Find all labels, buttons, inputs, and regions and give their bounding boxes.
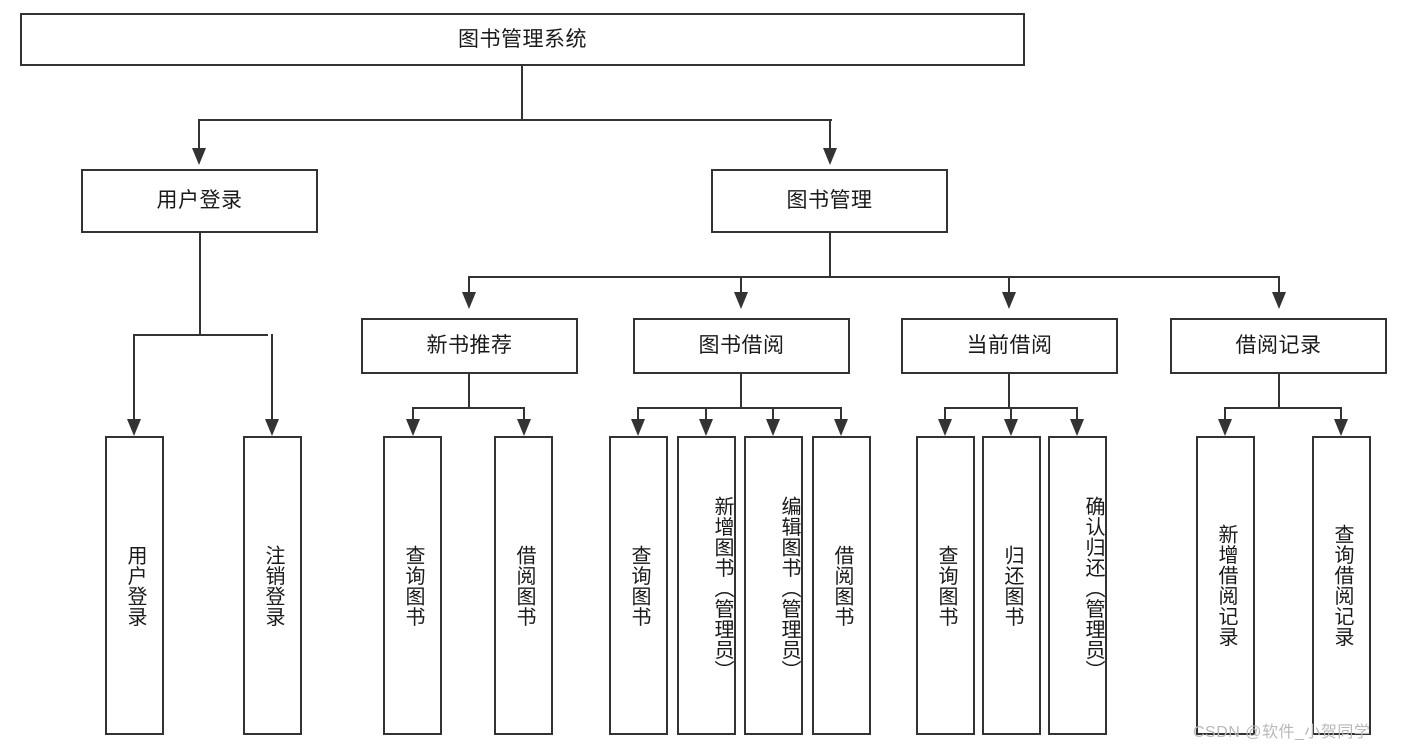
edge-book-management-bus bbox=[468, 276, 1280, 278]
edge-bm-to-book-borrow bbox=[740, 276, 742, 294]
edge-user-login-stem bbox=[199, 233, 201, 335]
edge-bm-to-borrow-record bbox=[1278, 276, 1280, 294]
arrow-new-book-to-leaf-1 bbox=[406, 419, 420, 436]
edge-current-borrow-to-leaf-1 bbox=[944, 407, 946, 420]
leaf-return-book[interactable]: 归还图书 bbox=[982, 436, 1041, 735]
node-book-management[interactable]: 图书管理 bbox=[711, 169, 948, 233]
node-user-login[interactable]: 用户登录 bbox=[81, 169, 318, 233]
edge-user-login-to-leaf-2 bbox=[271, 334, 273, 420]
arrow-borrow-record-to-leaf-1 bbox=[1218, 419, 1232, 436]
arrow-root-to-book-management bbox=[823, 148, 837, 165]
leaf-borrow-book-2[interactable]: 借阅图书 bbox=[812, 436, 871, 735]
edge-bm-to-current-borrow bbox=[1008, 276, 1010, 294]
arrow-book-borrow-to-leaf-4 bbox=[834, 419, 848, 436]
leaf-query-book-1[interactable]: 查询图书 bbox=[383, 436, 442, 735]
edge-root-bus bbox=[198, 119, 832, 121]
leaf-edit-book[interactable]: 编辑图书（管理员） bbox=[744, 436, 803, 735]
leaf-logout-login[interactable]: 注销登录 bbox=[243, 436, 302, 735]
edge-new-book-to-leaf-1 bbox=[412, 407, 414, 420]
arrow-borrow-record-to-leaf-2 bbox=[1334, 419, 1348, 436]
arrow-book-borrow-to-leaf-1 bbox=[631, 419, 645, 436]
arrow-root-to-user-login bbox=[192, 148, 206, 165]
edge-new-book-bus bbox=[412, 407, 525, 409]
edge-book-borrow-to-leaf-4 bbox=[840, 407, 842, 420]
arrow-bm-to-book-borrow bbox=[734, 292, 748, 309]
leaf-borrow-book-1[interactable]: 借阅图书 bbox=[494, 436, 553, 735]
arrow-book-borrow-to-leaf-2 bbox=[699, 419, 713, 436]
leaf-confirm-return[interactable]: 确认归还（管理员） bbox=[1048, 436, 1107, 735]
leaf-query-book-3[interactable]: 查询图书 bbox=[916, 436, 975, 735]
edge-current-borrow-to-leaf-3 bbox=[1076, 407, 1078, 420]
arrow-book-borrow-to-leaf-3 bbox=[766, 419, 780, 436]
edge-root-to-user-login bbox=[198, 119, 200, 149]
edge-current-borrow-to-leaf-2 bbox=[1010, 407, 1012, 420]
edge-current-borrow-stem bbox=[1008, 374, 1010, 408]
node-book-borrow[interactable]: 图书借阅 bbox=[633, 318, 850, 374]
arrow-bm-to-new-book bbox=[462, 292, 476, 309]
arrow-current-borrow-to-leaf-1 bbox=[938, 419, 952, 436]
leaf-add-book[interactable]: 新增图书（管理员） bbox=[677, 436, 736, 735]
edge-root-to-book-management bbox=[829, 119, 831, 149]
edge-borrow-record-to-leaf-2 bbox=[1340, 407, 1342, 420]
node-current-borrow[interactable]: 当前借阅 bbox=[901, 318, 1118, 374]
edge-borrow-record-bus bbox=[1224, 407, 1342, 409]
csdn-watermark: CSDN @软件_小贺同学 bbox=[1193, 724, 1371, 741]
arrow-current-borrow-to-leaf-3 bbox=[1070, 419, 1084, 436]
edge-borrow-record-to-leaf-1 bbox=[1224, 407, 1226, 420]
leaf-query-book-2[interactable]: 查询图书 bbox=[609, 436, 668, 735]
node-root-system[interactable]: 图书管理系统 bbox=[20, 13, 1025, 66]
edge-user-login-bus bbox=[133, 334, 268, 336]
arrow-user-login-to-leaf-2 bbox=[265, 419, 279, 436]
edge-root-stem bbox=[521, 66, 523, 120]
edge-new-book-to-leaf-2 bbox=[523, 407, 525, 420]
edge-book-borrow-stem bbox=[740, 374, 742, 408]
leaf-query-borrow-record[interactable]: 查询借阅记录 bbox=[1312, 436, 1371, 735]
edge-new-book-stem bbox=[468, 374, 470, 408]
edge-book-management-stem bbox=[829, 233, 831, 277]
edge-book-borrow-to-leaf-2 bbox=[705, 407, 707, 420]
edge-borrow-record-stem bbox=[1278, 374, 1280, 408]
arrow-current-borrow-to-leaf-2 bbox=[1004, 419, 1018, 436]
edge-book-borrow-to-leaf-1 bbox=[637, 407, 639, 420]
leaf-user-login[interactable]: 用户登录 bbox=[105, 436, 164, 735]
edge-book-borrow-bus bbox=[637, 407, 841, 409]
leaf-add-borrow-record[interactable]: 新增借阅记录 bbox=[1196, 436, 1255, 735]
edge-book-borrow-to-leaf-3 bbox=[772, 407, 774, 420]
arrow-bm-to-current-borrow bbox=[1002, 292, 1016, 309]
edge-bm-to-new-book bbox=[468, 276, 470, 294]
arrow-bm-to-borrow-record bbox=[1272, 292, 1286, 309]
edge-user-login-to-leaf-1 bbox=[133, 334, 135, 420]
arrow-new-book-to-leaf-2 bbox=[517, 419, 531, 436]
node-new-book-recommend[interactable]: 新书推荐 bbox=[361, 318, 578, 374]
arrow-user-login-to-leaf-1 bbox=[127, 419, 141, 436]
node-borrow-record[interactable]: 借阅记录 bbox=[1170, 318, 1387, 374]
